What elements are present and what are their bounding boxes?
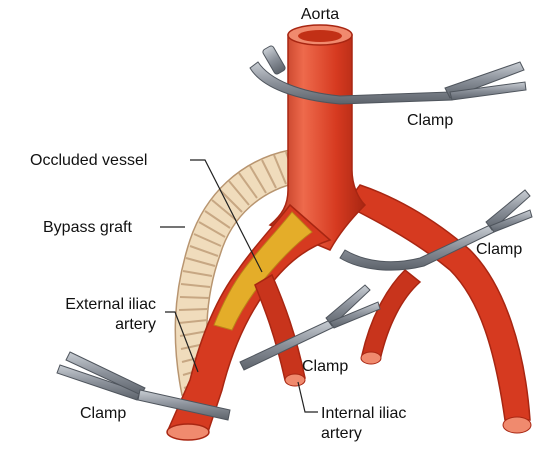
right-internal-iliac-opening <box>361 352 381 364</box>
label-external-iliac-line1: External iliac <box>8 295 156 314</box>
label-occluded-vessel: Occluded vessel <box>30 151 147 170</box>
leader-internal-iliac <box>298 382 318 412</box>
left-internal-iliac-artery <box>255 275 305 380</box>
label-clamp-right: Clamp <box>476 240 522 259</box>
left-external-iliac-opening <box>167 424 209 440</box>
label-clamp-middle: Clamp <box>302 357 348 376</box>
aorta-lumen <box>298 30 342 42</box>
label-clamp-top: Clamp <box>407 111 453 130</box>
right-external-iliac-opening <box>503 417 531 433</box>
label-bypass-graft: Bypass graft <box>43 218 132 237</box>
label-aorta: Aorta <box>292 5 348 24</box>
label-internal-iliac-line2: artery <box>321 424 362 443</box>
right-internal-iliac-branch <box>362 270 420 360</box>
label-clamp-bottom-left: Clamp <box>80 404 126 423</box>
label-external-iliac-line2: artery <box>8 315 156 334</box>
label-internal-iliac-line1: Internal iliac <box>321 404 406 423</box>
